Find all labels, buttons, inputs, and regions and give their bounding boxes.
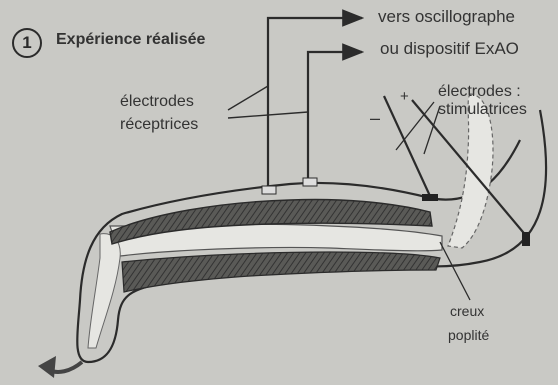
stimulator-electrode-2 xyxy=(522,232,530,246)
step-number-badge: 1 xyxy=(12,28,42,58)
output-label-line2: ou dispositif ExAO xyxy=(380,39,519,59)
receptor-wire-1 xyxy=(268,18,362,186)
stimulator-label-line2: stimulatrices xyxy=(438,101,527,119)
movement-arrowhead xyxy=(38,356,56,378)
plus-sign: + xyxy=(400,88,409,105)
receptor-pointer-1 xyxy=(228,86,268,110)
receptor-electrode-1 xyxy=(262,186,276,194)
figure-title: Expérience réalisée xyxy=(56,31,205,49)
popliteal-label-line2: poplité xyxy=(448,327,489,343)
minus-sign: – xyxy=(370,108,380,129)
stimulator-electrode-1 xyxy=(422,194,438,201)
lower-muscle xyxy=(122,252,440,292)
stimulator-label-line1: électrodes : xyxy=(438,83,521,101)
popliteal-label-line1: creux xyxy=(450,303,484,319)
popliteal-pointer xyxy=(440,242,470,300)
receptor-wire-2 xyxy=(308,52,362,178)
receptor-electrode-2 xyxy=(303,178,317,186)
receptor-label-line1: électrodes xyxy=(120,93,194,111)
stimulator-wire-plus xyxy=(384,96,430,196)
foot-bone xyxy=(88,234,120,348)
receptor-label-line2: réceptrices xyxy=(120,116,198,134)
output-label-line1: vers oscillographe xyxy=(378,7,515,27)
